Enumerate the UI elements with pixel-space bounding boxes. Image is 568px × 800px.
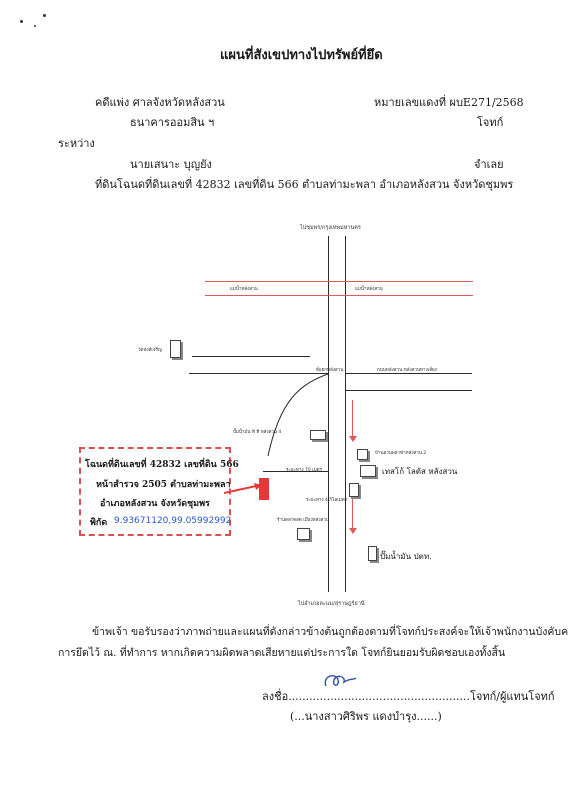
distance-a-label: ระยะทาง 70 เมตร [286,468,323,473]
between-label: ระหว่าง [58,137,95,150]
temple-building [170,340,181,358]
callout-line3: อำเภอหลังสวน จังหวัดชุมพร [100,499,210,509]
shop-label: ร้านตลาดสด เมืองหลังสวน [277,518,329,523]
road-line [189,373,329,374]
defendant-name: นายเสนาะ บุญยัง [130,158,212,171]
river-line [205,281,473,282]
lotus-label: เทสโก้ โลตัส หลังสวน [382,467,458,476]
scan-speck [20,20,23,23]
arrow-down-icon [349,436,357,442]
sign-line: ลงชื่อ..................................… [262,687,555,705]
bank-label: บ้านสวนพลาซ่าหลังสวน 2 [375,451,427,456]
road-line [345,236,346,592]
shop-building [297,528,310,540]
land-description: ที่ดินโฉนดที่ดินเลขที่ 42832 เลขที่ดิน 5… [95,178,514,191]
page-title: แผนที่สังเขปทางไปทรัพย์ที่ยึด [220,48,383,63]
gas-pt-building [310,430,326,440]
road-line [345,390,472,391]
case-number: หมายเลขแดงที่ ผบE271/2568 [374,96,524,109]
plaintiff-role: โจทก์ [477,116,504,129]
callout-coord-label: พิกัด [90,518,108,528]
signer-name: (...นางสาวศิริพร แดงบำรุง......) [290,710,442,723]
scan-speck [43,14,46,17]
gas-pt-label: ปั๊มน้ำมัน พี ที หลังสวน 4 [233,430,282,435]
road-line [345,373,472,374]
south-label: ไปอำเภอละแม/สุราษฎร์ธานี [298,601,365,607]
plaintiff-name: ธนาคารออมสิน ฯ [130,116,215,129]
temple-label: วัดหงส์เจริญ [138,348,162,353]
signature-mark [324,675,357,687]
junction-label: สี่แยกหลังสวน [316,368,344,373]
river-line [205,295,473,296]
plot-callout [79,447,231,536]
curved-road [267,373,329,457]
road-line [192,356,310,357]
sign-suffix: โจทก์/ผู้แทนโจทก์ [470,690,555,703]
sign-prefix: ลงชื่อ [262,690,289,703]
callout-coord-value: 9.93671120,99.05992992 [114,516,232,526]
road-right-label: ถนนหลังสวน-หลังสวนทางเลี่ยง [377,368,437,373]
gas-ptt-label: ปั๊มน้ำมัน ปตท. [380,552,432,561]
callout-line2: หน้าสำรวจ 2505 ตำบลท่ามะพลา [96,480,231,490]
bank-building [357,449,368,460]
certification-line2: การยึดไว้ ณ. ที่ทำการ หากเกิดความผิดพลาด… [58,647,506,659]
road-line [328,236,329,592]
distance-b-label: ระยะทาง 4 กิโลเมตร [306,498,348,503]
north-label: ไปชุมพร/กรุงเทพมหานคร [300,225,361,231]
lotus-building [360,465,376,477]
defendant-role: จำเลย [474,158,504,171]
certification-line1: ข้าพเจ้า ขอรับรองว่าภาพถ่ายและแผนที่ดังก… [92,626,568,638]
case-court: คดีแพ่ง ศาลจังหวัดหลังสวน [95,96,225,109]
river-label-right: แม่น้ำหลังสวน [355,287,383,292]
route-arrow [352,400,353,440]
callout-line1: โฉนดที่ดินเลขที่ 42832 เลขที่ดิน 566 [85,460,239,470]
river-label-left: แม่น้ำหลังสวน [230,287,258,292]
sign-dots: ........................................… [288,690,471,703]
road-line [263,471,329,472]
gas-ptt-building [368,546,377,561]
roadside-building [349,483,359,497]
route-arrow [352,492,353,532]
scan-speck [34,25,36,27]
plot-marker [259,478,269,500]
arrow-down-icon [349,528,357,534]
